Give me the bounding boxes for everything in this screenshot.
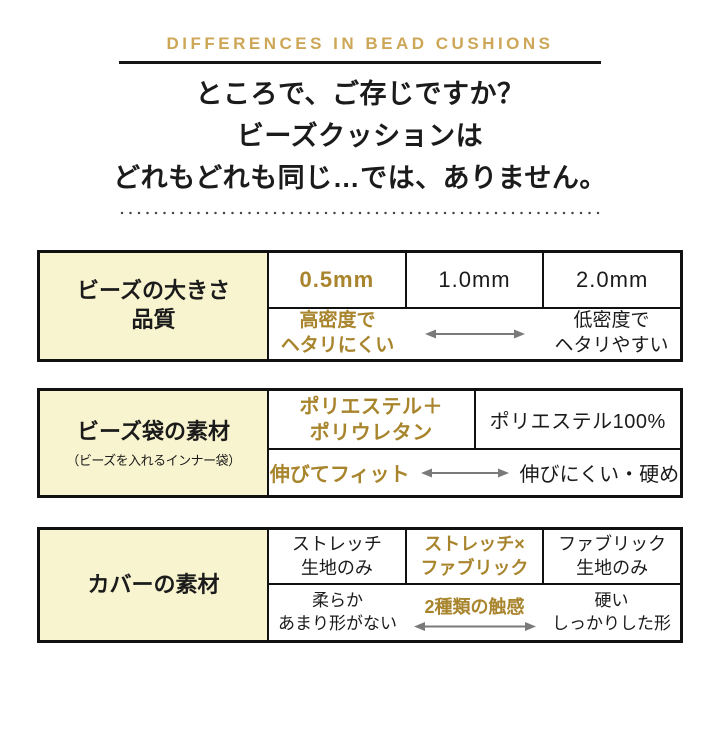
intro-line-1: ところで、ご存じですか？ [195,79,525,109]
intro-heading: ところで、ご存じですか？ ビーズクッションは どれもどれも同じ…では、ありません… [0,73,720,199]
row-label-subtext: （ビーズを入れるインナー袋） [66,452,241,468]
stiff-note: 伸びにくい・硬め [519,464,680,486]
bag-material-scale-row: 伸びてフィット 伸びにくい・硬め [269,450,680,495]
range-arrow-icon [413,621,536,631]
table-bag-material: ビーズ袋の素材 （ビーズを入れるインナー袋） ポリエステル＋ ポリウレタン ポリ… [37,388,683,498]
bead-size-options-row: 0.5mm 1.0mm 2.0mm [269,253,680,309]
high-density-note: 高密度で ヘタリにくい [280,310,395,356]
page-root: DIFFERENCES IN BEAD CUSHIONS ところで、ご存じですか… [0,34,720,754]
dotted-divider [118,211,602,215]
row-label-text: ビーズ袋の素材 [77,419,230,445]
table-bag-material-row-label: ビーズ袋の素材 （ビーズを入れるインナー袋） [40,391,269,495]
option-polyester-polyurethane: ポリエステル＋ ポリウレタン [299,395,443,444]
header-rule [119,61,601,64]
two-textures-note: 2種類の触感 [424,596,525,617]
intro-line-2: ビーズクッションは [236,121,484,151]
two-textures-cell: 2種類の触感 [406,593,543,633]
stretch-fit-note: 伸びてフィット [269,464,410,486]
option-stretch-fabric: ストレッチ× ファブリック [404,530,543,583]
table-cover-material-body: ストレッチ 生地のみ ストレッチ× ファブリック ファブリック 生地のみ 柔らか… [269,530,680,640]
firm-note: 硬い しっかりした形 [552,591,671,633]
soft-note: 柔らか あまり形がない [278,591,397,633]
english-header-title: DIFFERENCES IN BEAD CUSHIONS [166,34,554,53]
option-stretch-only: ストレッチ 生地のみ [291,534,382,578]
table-bag-material-body: ポリエステル＋ ポリウレタン ポリエステル100% 伸びてフィット 伸びにくい・… [269,391,680,495]
low-density-note: 低密度で ヘタリやすい [554,310,669,356]
row-label-text: ビーズの大きさ 品質 [77,278,230,332]
option-2-0mm: 2.0mm [542,253,680,307]
table-cover-material: カバーの素材 ストレッチ 生地のみ ストレッチ× ファブリック ファブリック 生… [37,527,683,643]
cover-options-row: ストレッチ 生地のみ ストレッチ× ファブリック ファブリック 生地のみ [269,530,680,585]
scale-arrow-cell [406,327,543,341]
table-bead-size: ビーズの大きさ 品質 0.5mm 1.0mm 2.0mm 高密度で ヘタリにくい… [37,250,683,362]
range-arrow-icon [420,468,509,477]
table-cover-material-row-label: カバーの素材 [40,530,269,640]
option-0-5mm: 0.5mm [299,267,375,292]
bag-material-options-row: ポリエステル＋ ポリウレタン ポリエステル100% [269,391,680,450]
row-label-text: カバーの素材 [87,572,220,598]
option-1-0mm: 1.0mm [404,253,543,307]
table-bead-size-body: 0.5mm 1.0mm 2.0mm 高密度で ヘタリにくい 低密度で ヘタリやす… [269,253,680,359]
table-bead-size-row-label: ビーズの大きさ 品質 [40,253,269,359]
intro-line-3: どれもどれも同じ…では、ありません。 [113,163,607,193]
range-arrow-icon [424,329,525,339]
cover-scale-row: 柔らか あまり形がない 2種類の触感 硬い しっかりした形 [269,585,680,640]
bead-size-scale-row: 高密度で ヘタリにくい 低密度で ヘタリやすい [269,309,680,359]
option-polyester-100: ポリエステル100% [473,391,681,448]
option-fabric-only: ファブリック 生地のみ [542,530,680,583]
